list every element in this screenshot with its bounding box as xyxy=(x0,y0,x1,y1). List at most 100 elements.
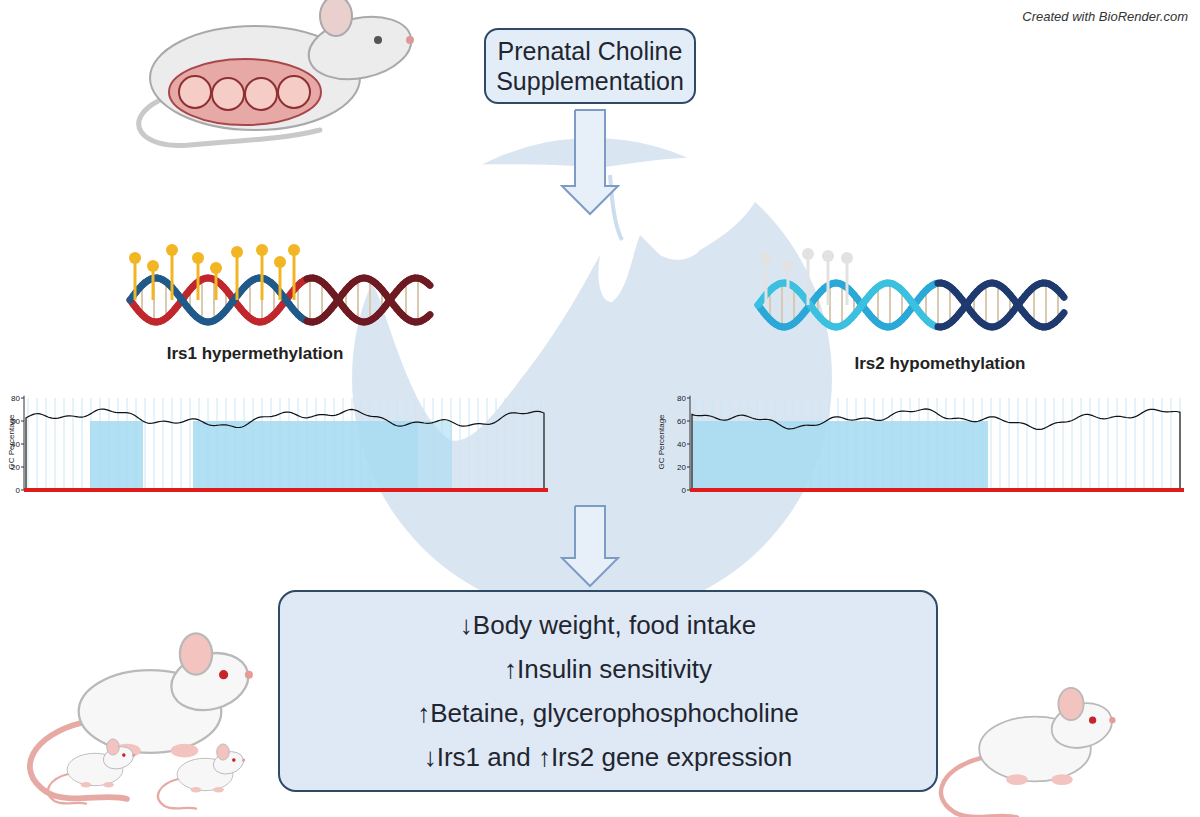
grid-line xyxy=(1000,398,1001,490)
base-pair-rung xyxy=(249,282,251,318)
grid-line xyxy=(991,398,992,490)
y-tick xyxy=(21,398,24,399)
box-text: ↑Insulin sensitivity xyxy=(504,647,712,691)
embryo xyxy=(245,78,277,110)
y-tick xyxy=(687,490,690,491)
watermark: Created with BioRender.com xyxy=(1022,9,1188,24)
methyl-stick xyxy=(197,258,200,300)
y-tick xyxy=(21,490,24,491)
grid-line xyxy=(145,398,146,490)
base-pair-rung xyxy=(369,279,371,320)
liver-silhouette xyxy=(300,157,763,440)
grid-line xyxy=(64,398,65,490)
y-tick xyxy=(687,398,690,399)
grid-line xyxy=(505,398,506,490)
y-axis xyxy=(24,396,25,490)
outcome-box: ↓Body weight, food intake↑Insulin sensit… xyxy=(278,590,938,792)
grid-line xyxy=(523,398,524,490)
pup-mouse xyxy=(158,744,246,809)
methyl-group xyxy=(841,252,853,264)
grid-line xyxy=(1153,398,1154,490)
box-text: ↓Irs1 and ↑Irs2 gene expression xyxy=(424,735,793,779)
methyl-stick xyxy=(171,250,174,300)
methyl-group xyxy=(256,244,268,256)
grid-line xyxy=(1054,398,1055,490)
grid-line xyxy=(1072,398,1073,490)
base-pair-rung xyxy=(949,287,951,323)
cpg-island-shade xyxy=(693,421,988,490)
grid-line xyxy=(478,398,479,490)
mouse-ear xyxy=(320,0,352,36)
methyl-stick xyxy=(261,250,264,300)
grid-line xyxy=(190,398,191,490)
grid-line xyxy=(460,398,461,490)
pup-mouse xyxy=(48,739,136,804)
uterus xyxy=(169,59,321,125)
axis-tick: 20 xyxy=(677,463,686,472)
methyl-group xyxy=(760,252,772,264)
box-text: ↑Betaine, glycerophosphocholine xyxy=(417,691,799,735)
base-pair-rung xyxy=(309,278,311,322)
y-tick xyxy=(687,467,690,468)
grid-line xyxy=(1036,398,1037,490)
grid-line xyxy=(46,398,47,490)
base-pair-rung xyxy=(357,279,359,320)
grid-line xyxy=(154,398,155,490)
methylation-label: Irs1 hypermethylation xyxy=(167,344,344,364)
axis-tick: 40 xyxy=(11,440,20,449)
grid-line xyxy=(496,398,497,490)
grid-line xyxy=(1081,398,1082,490)
dna-strand xyxy=(1061,313,1064,317)
base-pair-rung xyxy=(1045,283,1047,327)
base-pair-rung xyxy=(405,282,407,318)
y-tick xyxy=(687,421,690,422)
methyl-group xyxy=(288,244,300,256)
methyl-stick xyxy=(765,258,768,305)
axis-title: GC Percentage xyxy=(657,414,666,469)
grid-line xyxy=(1126,398,1127,490)
base-pair-rung xyxy=(889,283,891,327)
treatment-box: Prenatal Choline Supplementation xyxy=(484,28,696,104)
base-pair-rung xyxy=(841,284,843,325)
axis-tick: 0 xyxy=(16,486,20,495)
grid-line xyxy=(1117,398,1118,490)
mouse-nose xyxy=(406,36,414,44)
liver-fissure xyxy=(610,175,622,240)
adult-mouse xyxy=(941,688,1117,817)
grid-line xyxy=(55,398,56,490)
y-axis xyxy=(690,396,691,490)
gc-plot-layer xyxy=(21,396,1184,490)
grid-line xyxy=(172,398,173,490)
grid-line xyxy=(1063,398,1064,490)
methyl-group xyxy=(274,256,286,268)
methyl-group xyxy=(129,252,141,264)
embryo xyxy=(212,78,244,110)
grid-line xyxy=(1027,398,1028,490)
grid-line xyxy=(1018,398,1019,490)
dna-strand xyxy=(1061,294,1064,298)
grid-line xyxy=(163,398,164,490)
methyl-group xyxy=(192,252,204,264)
axis-tick: 80 xyxy=(11,394,20,403)
grid-line xyxy=(487,398,488,490)
sequence-axis xyxy=(690,488,1184,492)
y-tick xyxy=(21,467,24,468)
methyl-stick xyxy=(134,258,137,300)
axis-tick: 40 xyxy=(677,440,686,449)
grid-line xyxy=(73,398,74,490)
base-pair-rung xyxy=(1033,287,1035,323)
y-tick xyxy=(21,444,24,445)
y-tick xyxy=(687,444,690,445)
grid-line xyxy=(28,398,29,490)
gc-trace xyxy=(26,409,544,490)
dna-strand xyxy=(427,315,430,318)
gc-trace xyxy=(692,409,1180,490)
base-pair-rung xyxy=(321,282,323,318)
axis-tick: 60 xyxy=(11,417,20,426)
methyl-group xyxy=(802,248,814,260)
base-pair-rung xyxy=(781,283,783,327)
grid-line xyxy=(1009,398,1010,490)
base-pair-rung xyxy=(793,287,795,323)
box-text: Prenatal Choline Supplementation xyxy=(492,36,688,96)
